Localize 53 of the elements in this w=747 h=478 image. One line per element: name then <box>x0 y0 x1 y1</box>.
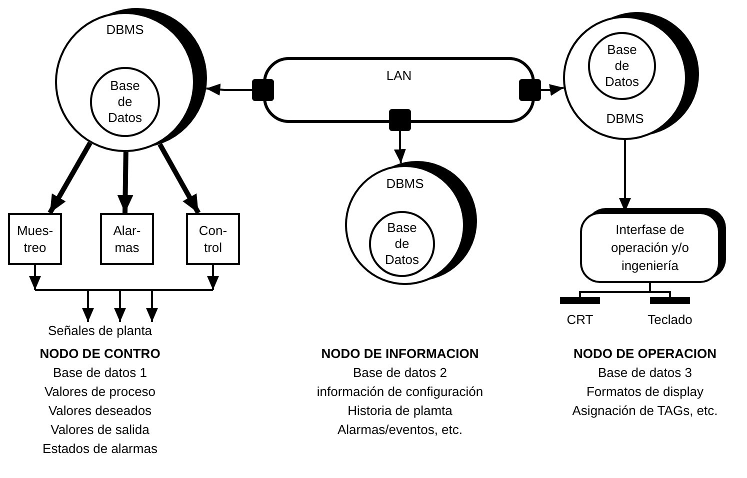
network-connector <box>252 79 274 101</box>
arrow <box>394 131 406 164</box>
node-text: Interfase de operación y/o ingeniería <box>610 220 690 274</box>
node-heading: NODO DE OPERACION <box>574 346 716 361</box>
note-text: Asignación de TAGs, etc. <box>572 403 718 418</box>
process-box <box>100 213 154 265</box>
arrow <box>48 141 92 214</box>
note-text: Valores de proceso <box>44 384 156 399</box>
arrow <box>158 142 201 214</box>
device-label: Teclado <box>646 312 694 327</box>
dbms-circle <box>55 8 207 152</box>
signal-text: Señales de planta <box>40 322 160 339</box>
node-text: Base de Datos <box>604 42 640 90</box>
arrow <box>117 152 134 214</box>
note-text: Base de datos 2 <box>353 365 447 380</box>
arrow <box>29 265 41 290</box>
connector-line <box>649 283 671 297</box>
device-bar <box>560 297 600 304</box>
node-heading: NODO DE CONTRO <box>40 346 160 361</box>
note-text: Base de datos 3 <box>598 365 692 380</box>
note-text: Valores de salida <box>50 422 150 437</box>
node-heading: NODO DE INFORMACION <box>321 346 479 361</box>
arrow <box>146 290 158 322</box>
arrow <box>207 265 219 290</box>
network-connector <box>519 79 541 101</box>
network-connector <box>389 109 411 131</box>
node-text: Alar- mas <box>112 222 142 256</box>
node-text: DBMS <box>386 176 424 191</box>
dbms-circle <box>345 161 477 285</box>
arrow <box>82 290 94 322</box>
node-text: LAN <box>386 68 412 83</box>
note-text: Valores deseados <box>48 403 152 418</box>
note-text: información de configuración <box>316 384 484 399</box>
process-box <box>8 213 62 265</box>
note-text: Alarmas/eventos, etc. <box>338 422 462 437</box>
note-text: Formatos de display <box>586 384 704 399</box>
note-text: Base de datos 1 <box>53 365 147 380</box>
node-text: Con- trol <box>198 222 228 256</box>
device-label: CRT <box>566 312 594 327</box>
arrow <box>206 84 252 96</box>
interface-box <box>580 208 726 283</box>
arrow <box>114 290 126 322</box>
arrow <box>541 84 564 96</box>
note-text: Estados de alarmas <box>42 441 158 456</box>
dbms-circle <box>563 12 699 140</box>
node-text: Mues- treo <box>16 222 54 256</box>
node-text: Base de Datos <box>107 78 143 126</box>
process-box <box>186 213 240 265</box>
device-bar <box>650 297 690 304</box>
node-text: Base de Datos <box>384 220 420 268</box>
node-text: DBMS <box>106 22 144 37</box>
node-text: DBMS <box>606 111 644 126</box>
note-text: Historia de plamta <box>348 403 452 418</box>
